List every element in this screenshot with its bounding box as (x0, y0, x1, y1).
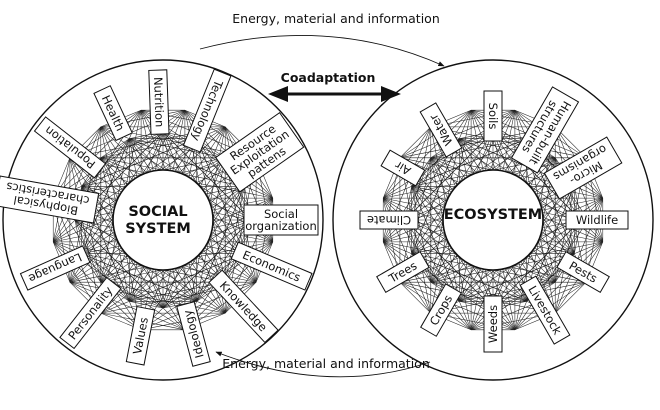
eco-label-box (359, 210, 419, 230)
social-label-box (243, 204, 319, 236)
coadaptation-arrowhead-left (268, 86, 288, 102)
social-system-circle (2, 59, 324, 381)
social-web-line (81, 138, 130, 187)
eco-label-box (510, 86, 580, 174)
eco-label-9: Soils (483, 90, 503, 142)
eco-label-box (556, 251, 610, 293)
social-label-3: Ideology (176, 301, 211, 367)
social-label-4: Values (125, 306, 156, 366)
social-web-line (52, 126, 102, 243)
eco-label-box (376, 251, 430, 293)
eco-label-box (419, 102, 463, 158)
eco-label-text: Air (392, 158, 413, 178)
social-label-box (230, 241, 313, 291)
eco-label-5: Trees (376, 251, 430, 293)
eco-label-text: Soils (486, 103, 500, 130)
eco-label-text: Weeds (486, 305, 500, 343)
top-flow-arrow (199, 35, 445, 67)
social-label-box (125, 306, 156, 366)
eco-label-box (483, 295, 503, 353)
ecosystem-labels: WildlifePestsLivestockWeedsCropsTreesCli… (359, 86, 629, 353)
social-label-box (176, 301, 211, 367)
eco-web-line (404, 157, 432, 221)
social-system-title-line2: SYSTEM (125, 221, 191, 237)
social-label-box (33, 116, 107, 179)
ecosystem-title: ECOSYSTEM (444, 207, 542, 223)
social-label-box (182, 68, 232, 153)
social-label-2: Knowledge (208, 269, 279, 344)
social-label-text: Knowledge (217, 278, 270, 334)
social-label-text: organization (245, 219, 317, 233)
eco-web-line (514, 110, 603, 199)
eco-label-box (380, 149, 426, 187)
eco-web-line (430, 131, 494, 159)
social-label-10: Nutrition (148, 69, 170, 135)
eco-label-text: Climate (367, 213, 411, 227)
social-label-box (19, 245, 91, 291)
eco-web-line (399, 282, 431, 314)
social-label-text: Social (264, 207, 298, 221)
eco-label-box (565, 210, 629, 230)
social-label-11: Technology (182, 68, 232, 153)
eco-web-line (430, 126, 587, 159)
eco-web-line (555, 282, 587, 314)
eco-web-line (514, 241, 603, 330)
eco-label-7: Air (380, 149, 426, 187)
eco-web-line (383, 241, 472, 330)
eco-web-line (383, 110, 472, 199)
social-core-circle (112, 169, 214, 271)
social-system-labels: SocialorganizationEconomicsKnowledgeIdeo… (0, 68, 319, 367)
coadaptation-label: Coadaptation (281, 70, 376, 85)
eco-core-circle (442, 169, 544, 271)
eco-label-8: Water (419, 102, 463, 158)
ecosystem-circle (332, 59, 654, 381)
eco-label-box (420, 283, 462, 337)
bottom-flow-arrow (215, 351, 431, 378)
coadaptation-arrowhead-right (381, 86, 401, 102)
eco-label-3: Weeds (483, 295, 503, 353)
social-label-box (0, 175, 100, 224)
bottom-flow-label: Energy, material and information (222, 356, 430, 371)
social-label-box (208, 269, 279, 344)
social-label-1: Economics (230, 241, 313, 291)
social-label-box (59, 276, 122, 350)
social-web-line (69, 281, 186, 331)
eco-label-text: Wildlife (576, 213, 618, 227)
eco-label-6: Climate (359, 210, 419, 230)
eco-label-box (543, 136, 623, 200)
top-flow-label: Energy, material and information (232, 11, 440, 26)
social-label-box (148, 69, 170, 135)
eco-web-line (399, 126, 431, 158)
social-label-text: Nutrition (151, 77, 167, 128)
eco-label-box (519, 275, 571, 345)
social-label-box (93, 85, 133, 142)
eco-label-0: Wildlife (565, 210, 629, 230)
social-web-line (100, 131, 164, 159)
social-label-box (215, 112, 305, 193)
eco-label-box (483, 90, 503, 142)
social-system-title-line1: SOCIAL (128, 204, 187, 220)
